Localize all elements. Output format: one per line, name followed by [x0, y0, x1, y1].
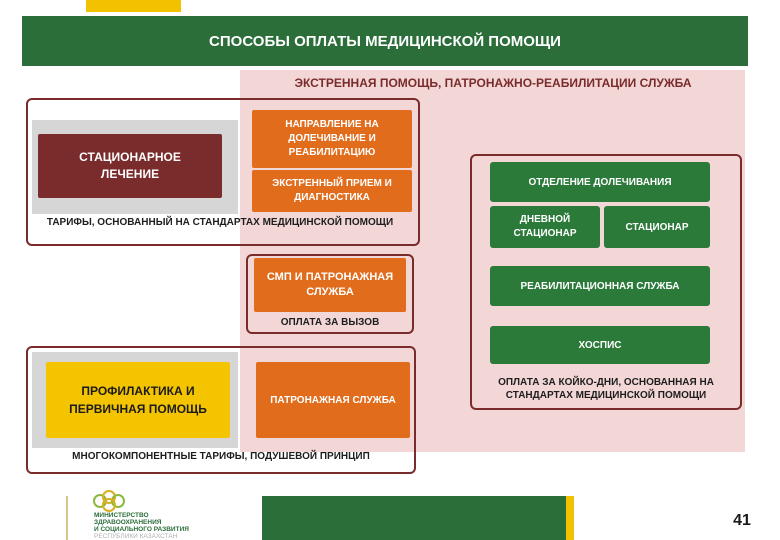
ambulance-caption: ОПЛАТА ЗА ВЫЗОВ — [280, 317, 380, 328]
ministry-name: МИНИСТЕРСТВО ЗДРАВООХРАНЕНИЯ И СОЦИАЛЬНО… — [94, 512, 189, 540]
primary-care-caption: МНОГОКОМПОНЕНТНЫЕ ТАРИФЫ, ПОДУШЕВОЙ ПРИН… — [72, 451, 370, 462]
ambulance-group — [246, 254, 414, 334]
footer-yellow-bar — [566, 496, 574, 540]
hospital-box: СТАЦИОНАР — [604, 206, 710, 248]
aftercare-department-box: ОТДЕЛЕНИЕ ДОЛЕЧИВАНИЯ — [490, 162, 710, 202]
footer-divider-line — [66, 496, 68, 540]
page-title: СПОСОБЫ ОПЛАТЫ МЕДИЦИНСКОЙ ПОМОЩИ — [22, 16, 748, 66]
aftercare-group — [470, 154, 742, 410]
prevention-primary-care-box: ПРОФИЛАКТИКА И ПЕРВИЧНАЯ ПОМОЩЬ — [46, 362, 230, 438]
ministry-logo-icon — [93, 490, 125, 512]
inpatient-group — [26, 98, 420, 246]
primary-care-group — [26, 346, 416, 474]
hospice-box: ХОСПИС — [490, 326, 710, 364]
footer-green-bar — [262, 496, 568, 540]
rehab-service-box: РЕАБИЛИТАЦИОННАЯ СЛУЖБА — [490, 266, 710, 306]
emergency-panel-header: ЭКСТРЕННАЯ ПОМОЩЬ, ПАТРОНАЖНО-РЕАБИЛИТАЦ… — [294, 76, 692, 90]
patronage-service-box: ПАТРОНАЖНАЯ СЛУЖБА — [256, 362, 410, 438]
referral-box: НАПРАВЛЕНИЕ НА ДОЛЕЧИВАНИЕ И РЕАБИЛИТАЦИ… — [252, 110, 412, 168]
day-hospital-box: ДНЕВНОЙ СТАЦИОНАР — [490, 206, 600, 248]
top-accent-bar — [86, 0, 181, 12]
ambulance-box: СМП И ПАТРОНАЖНАЯ СЛУЖБА — [254, 258, 406, 312]
aftercare-caption: ОПЛАТА ЗА КОЙКО-ДНИ, ОСНОВАННАЯ НА СТАНД… — [498, 377, 714, 401]
emergency-intake-box: ЭКСТРЕННЫЙ ПРИЕМ И ДИАГНОСТИКА — [252, 170, 412, 212]
inpatient-treatment-box: СТАЦИОНАРНОЕ ЛЕЧЕНИЕ — [38, 134, 222, 198]
page-number: 41 — [733, 512, 751, 529]
inpatient-caption: ТАРИФЫ, ОСНОВАННЫЙ НА СТАНДАРТАХ МЕДИЦИН… — [46, 217, 394, 228]
